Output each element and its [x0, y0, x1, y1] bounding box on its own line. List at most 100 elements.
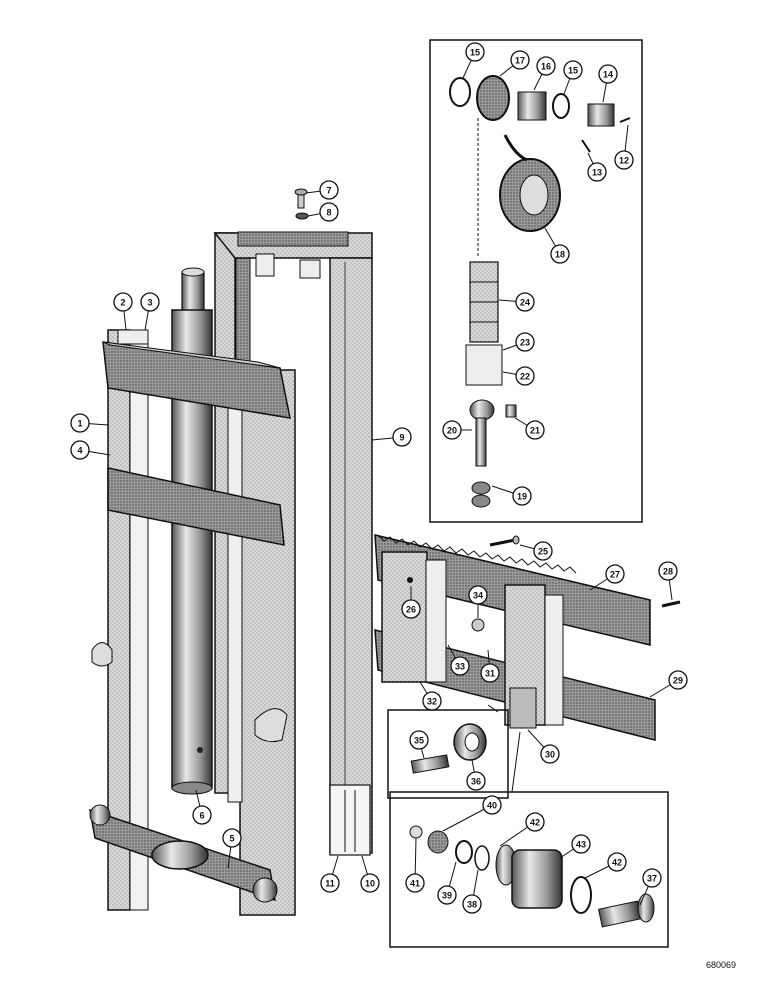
callout-circle — [70, 440, 90, 460]
callout-number: 19 — [517, 492, 527, 502]
callout-number: 35 — [414, 736, 424, 746]
callout-circle — [642, 868, 662, 888]
callout-number: 1 — [77, 419, 82, 429]
callout-number: 11 — [325, 879, 335, 889]
callout-number: 16 — [541, 62, 551, 72]
callout-number: 41 — [410, 879, 420, 889]
callout-c8: 8 — [307, 202, 339, 222]
callout-c14: 14 — [598, 64, 618, 103]
chain-detail-inset — [429, 39, 643, 523]
mast-base-tilt-bar — [89, 642, 288, 903]
callout-circle — [550, 244, 570, 264]
outer-mast-channel-9 — [329, 257, 373, 856]
callout-circle — [405, 873, 425, 893]
callout-number: 37 — [647, 874, 657, 884]
callout-circle — [360, 873, 380, 893]
callout-number: 31 — [485, 669, 495, 679]
pin-28 — [661, 600, 681, 608]
roller-inset-small — [387, 709, 509, 799]
callout-circle — [510, 50, 530, 70]
callout-number: 10 — [365, 879, 375, 889]
callout-number: 25 — [538, 547, 548, 557]
callout-c25: 25 — [519, 541, 553, 561]
callout-c43: 43 — [559, 834, 591, 859]
callout-circle — [480, 663, 500, 683]
callout-circle — [462, 894, 482, 914]
callout-number: 3 — [147, 298, 152, 308]
callout-c2: 2 — [113, 292, 133, 331]
callout-number: 28 — [663, 567, 673, 577]
callout-number: 7 — [326, 186, 331, 196]
callout-c6: 6 — [192, 789, 212, 825]
callout-c10: 10 — [360, 855, 380, 893]
callout-number: 15 — [568, 66, 578, 76]
callout-number: 4 — [77, 446, 82, 456]
callout-c34: 34 — [468, 585, 488, 618]
callout-circle — [450, 656, 470, 676]
callout-circle — [192, 805, 212, 825]
callout-number: 40 — [487, 801, 497, 811]
callout-number: 30 — [545, 750, 555, 760]
callout-number: 33 — [455, 662, 465, 672]
callout-c30: 30 — [527, 729, 560, 764]
callout-number: 2 — [120, 298, 125, 308]
callout-c15a: 15 — [462, 42, 485, 79]
callout-circle — [525, 420, 545, 440]
callout-c1: 1 — [70, 413, 109, 433]
callout-c31: 31 — [480, 649, 500, 683]
callout-circle — [409, 730, 429, 750]
callout-c32: 32 — [419, 681, 442, 711]
callout-c4: 4 — [70, 440, 111, 460]
callout-number: 9 — [399, 433, 404, 443]
callout-circle — [70, 413, 90, 433]
callout-number: 8 — [326, 208, 331, 218]
callout-circle — [515, 366, 535, 386]
roller-shaft-parts — [410, 723, 487, 774]
callout-circle — [598, 64, 618, 84]
callout-number: 32 — [427, 697, 437, 707]
callout-c7: 7 — [305, 180, 339, 200]
callout-c19: 19 — [491, 485, 532, 506]
chain-sheave-parts — [449, 75, 631, 232]
callout-circle — [605, 564, 625, 584]
callout-c42a: 42 — [499, 812, 545, 847]
callout-c41: 41 — [405, 837, 425, 893]
callout-c39: 39 — [437, 861, 457, 905]
callout-number: 13 — [592, 168, 602, 178]
callout-number: 27 — [610, 570, 620, 580]
lift-cylinder-6 — [171, 267, 213, 795]
roller-assembly-parts — [409, 825, 655, 928]
anchor-bolt-20 — [469, 399, 517, 508]
callout-circle — [515, 332, 535, 352]
callout-c26: 26 — [401, 586, 421, 619]
callout-number: 34 — [473, 591, 483, 601]
callout-circle — [140, 292, 160, 312]
callout-circle — [540, 744, 560, 764]
callout-c22: 22 — [502, 366, 535, 386]
callout-circle — [525, 812, 545, 832]
callout-circle — [465, 42, 485, 62]
callout-number: 22 — [520, 372, 530, 382]
callout-circle — [614, 150, 634, 170]
callout-number: 36 — [471, 777, 481, 787]
callout-number: 38 — [467, 900, 477, 910]
capscrew-and-washer — [294, 188, 309, 220]
callout-number: 12 — [619, 156, 629, 166]
callout-number: 5 — [229, 834, 234, 844]
callout-c20: 20 — [442, 420, 472, 440]
callout-circle — [512, 486, 532, 506]
callout-circle — [658, 561, 678, 581]
callout-number: 24 — [520, 298, 530, 308]
callout-number: 26 — [406, 605, 416, 615]
callout-c38: 38 — [462, 869, 482, 914]
carriage-side-plates — [381, 551, 564, 729]
callout-c12: 12 — [614, 124, 634, 170]
callout-circle — [468, 585, 488, 605]
callout-c23: 23 — [502, 332, 535, 352]
callout-circle — [222, 828, 242, 848]
callout-number: 14 — [603, 70, 613, 80]
callout-circle — [482, 795, 502, 815]
callout-circle — [587, 162, 607, 182]
callout-circle — [319, 202, 339, 222]
